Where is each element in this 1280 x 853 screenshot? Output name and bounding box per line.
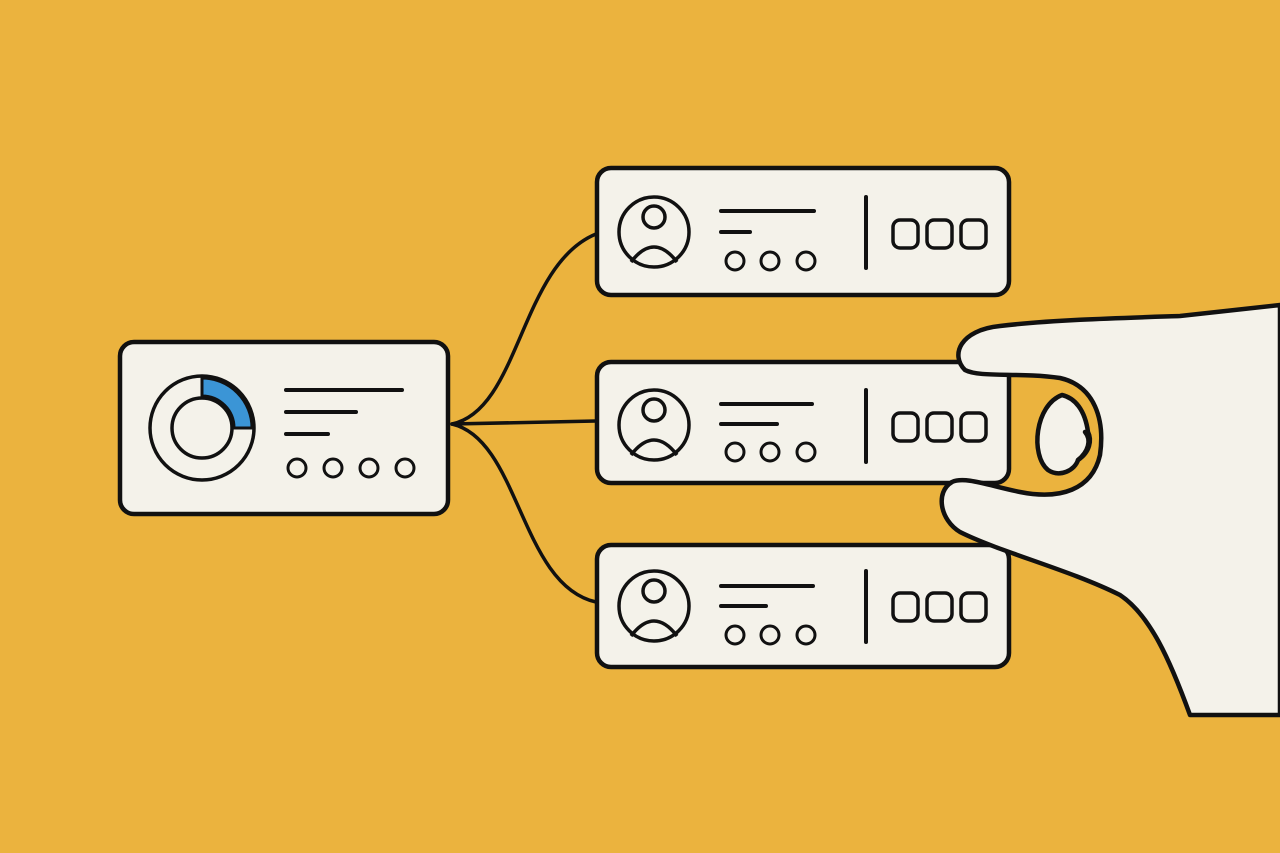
user-avatar-icon bbox=[617, 569, 691, 643]
target-card-3-status-boxes bbox=[891, 591, 988, 623]
target-card-1-text-lines bbox=[719, 209, 816, 234]
target-card-2-status-boxes bbox=[891, 411, 988, 443]
source-card-text-lines bbox=[284, 388, 404, 436]
source-card-indicator-dots bbox=[286, 457, 416, 479]
target-card-1-status-boxes bbox=[891, 218, 988, 250]
connector-top bbox=[450, 232, 598, 426]
target-card-2-indicator-dots bbox=[724, 441, 817, 463]
hand-icon bbox=[939, 302, 1280, 718]
target-card-1[interactable] bbox=[594, 165, 1012, 298]
hand-knuckle bbox=[1075, 429, 1091, 463]
connector-middle bbox=[450, 419, 598, 426]
target-card-3-indicator-dots bbox=[724, 624, 817, 646]
target-card-1-indicator-dots bbox=[724, 250, 817, 272]
connectors bbox=[450, 232, 598, 604]
target-card-3-text-lines bbox=[719, 584, 815, 608]
target-card-2[interactable] bbox=[594, 359, 1012, 486]
target-card-2-text-lines bbox=[719, 402, 814, 426]
donut-chart-icon bbox=[148, 374, 256, 482]
user-avatar-icon bbox=[617, 388, 691, 462]
target-card-2-frame bbox=[594, 359, 1012, 486]
target-card-3[interactable] bbox=[594, 542, 1012, 670]
source-card[interactable] bbox=[117, 339, 451, 517]
target-card-1-frame bbox=[594, 165, 1012, 298]
target-card-3-frame bbox=[594, 542, 1012, 670]
hand-palm bbox=[939, 302, 1280, 718]
donut-progress-segment bbox=[200, 376, 254, 430]
connector-bottom bbox=[450, 422, 598, 604]
user-avatar-icon bbox=[617, 195, 691, 269]
source-card-frame bbox=[117, 339, 451, 517]
